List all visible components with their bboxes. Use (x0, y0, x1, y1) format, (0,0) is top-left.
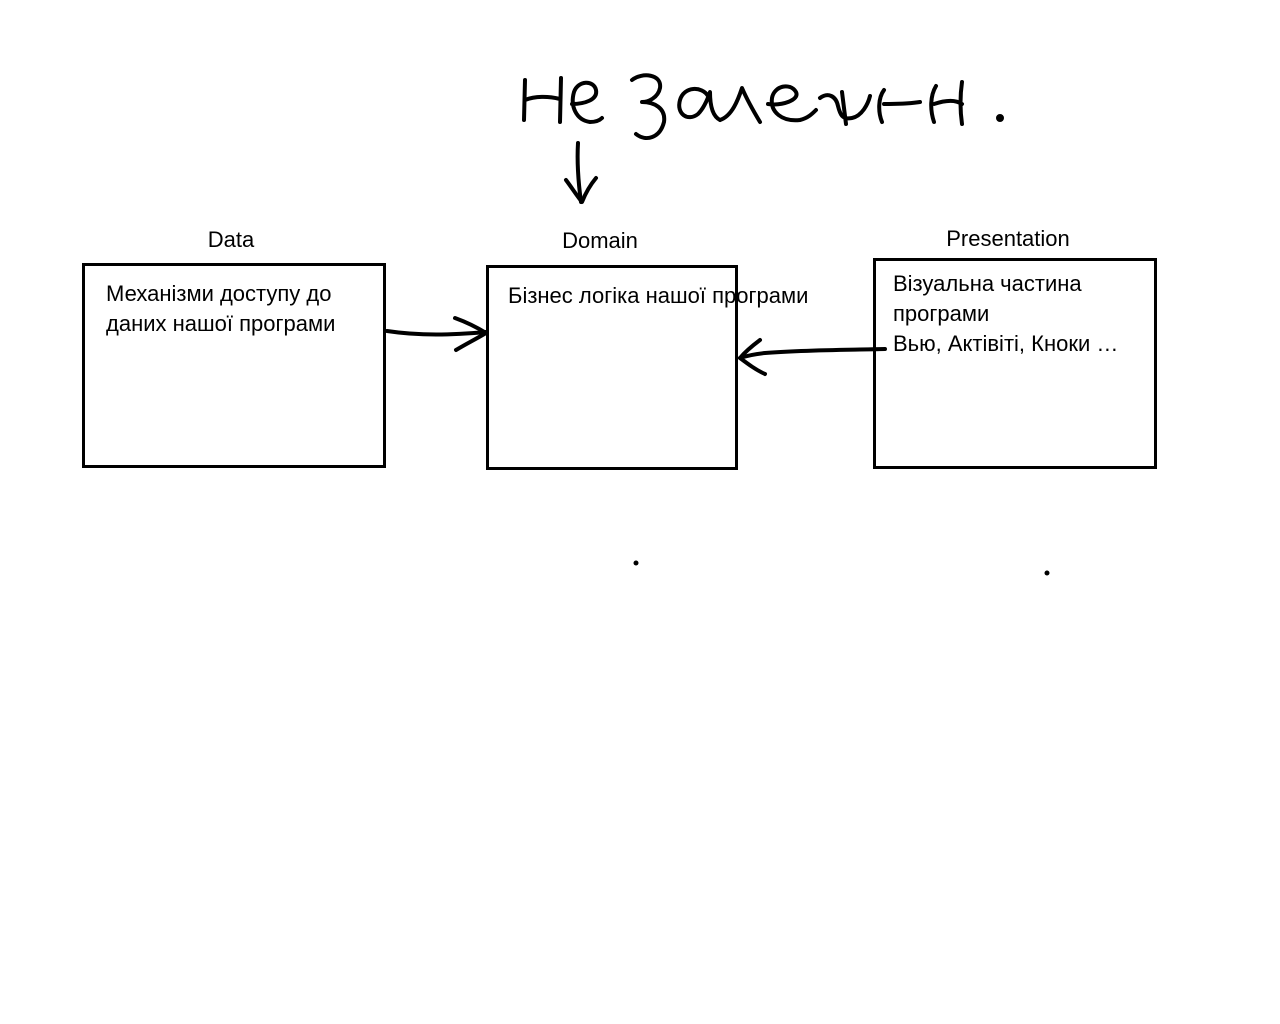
layer-box-presentation (873, 258, 1157, 469)
layer-title-presentation: Presentation (946, 226, 1070, 251)
layer-box-domain (486, 265, 738, 470)
description-line: програми (893, 301, 990, 326)
description-line: Механізми доступу до (106, 281, 332, 306)
note-arrow (564, 141, 598, 204)
layer-description-domain: Бізнес логіка нашої програми (508, 281, 808, 311)
layer-description-presentation: Візуальна частина програми Вью, Актівіті… (893, 269, 1118, 359)
stray-dot (633, 560, 639, 566)
description-line: Бізнес логіка нашої програми (508, 283, 809, 308)
layer-box-data (82, 263, 386, 468)
handwritten-note (522, 73, 1004, 140)
arrow-presentation-to-domain (738, 338, 887, 376)
layer-title-domain: Domain (562, 228, 638, 253)
arrow-data-to-domain (385, 316, 488, 352)
layer-title-data: Data (207, 227, 255, 252)
layer-description-data: Механізми доступу до даних нашої програм… (106, 279, 335, 339)
description-line: Візуальна частина (893, 271, 1082, 296)
stray-dot (1044, 570, 1050, 576)
description-line: даних нашої програми (106, 311, 336, 336)
description-line: Вью, Актівіті, Кноки … (893, 331, 1119, 356)
